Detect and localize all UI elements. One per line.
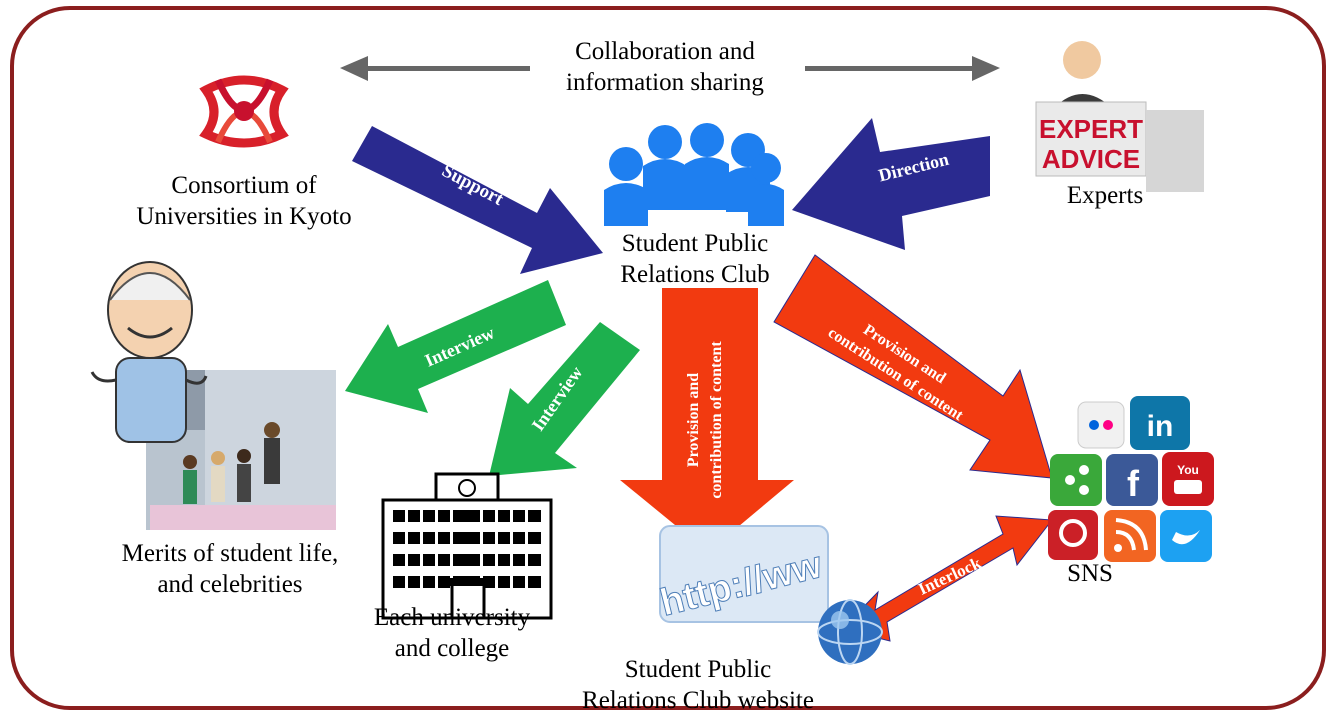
website-label: Student Public Relations Club website [582, 656, 814, 714]
experts-label: Experts [1066, 182, 1144, 209]
collaboration-arrows [340, 56, 1000, 81]
globe-icon [817, 599, 883, 665]
people-group-icon [604, 123, 784, 226]
direction-arrow: Direction [792, 118, 990, 250]
students-photo-icon [90, 261, 336, 530]
provision-down-label-1: Provision and [685, 373, 702, 468]
sns-label: SNS [1067, 560, 1113, 587]
club-label: Student Public Relations Club [620, 230, 770, 288]
expert-sign-line1: EXPERT [1039, 114, 1143, 144]
collaboration-label: Collaboration and information sharing [566, 38, 764, 96]
svg-text:You: You [1177, 463, 1199, 477]
university-label: Each university and college [373, 604, 531, 662]
cartoon-celebrity-icon [90, 261, 208, 443]
school-building-icon [381, 472, 553, 620]
provision-down-label-2: contribution of content [708, 341, 725, 499]
svg-text:in: in [1147, 410, 1174, 443]
expert-sign-line2: ADVICE [1042, 144, 1140, 174]
merits-label: Merits of student life, and celebrities [121, 540, 339, 598]
consortium-label: Consortium of Universities in Kyoto [136, 172, 352, 230]
website-image-icon: http://ww [656, 525, 829, 625]
social-media-apps-icon: in f You [1048, 396, 1214, 562]
svg-text:f: f [1127, 463, 1140, 504]
consortium-logo-icon [199, 69, 289, 153]
expert-advice-sign-icon: EXPERT ADVICE [1035, 41, 1204, 192]
provision-arrow-down: Provision and contribution of content [620, 288, 794, 552]
